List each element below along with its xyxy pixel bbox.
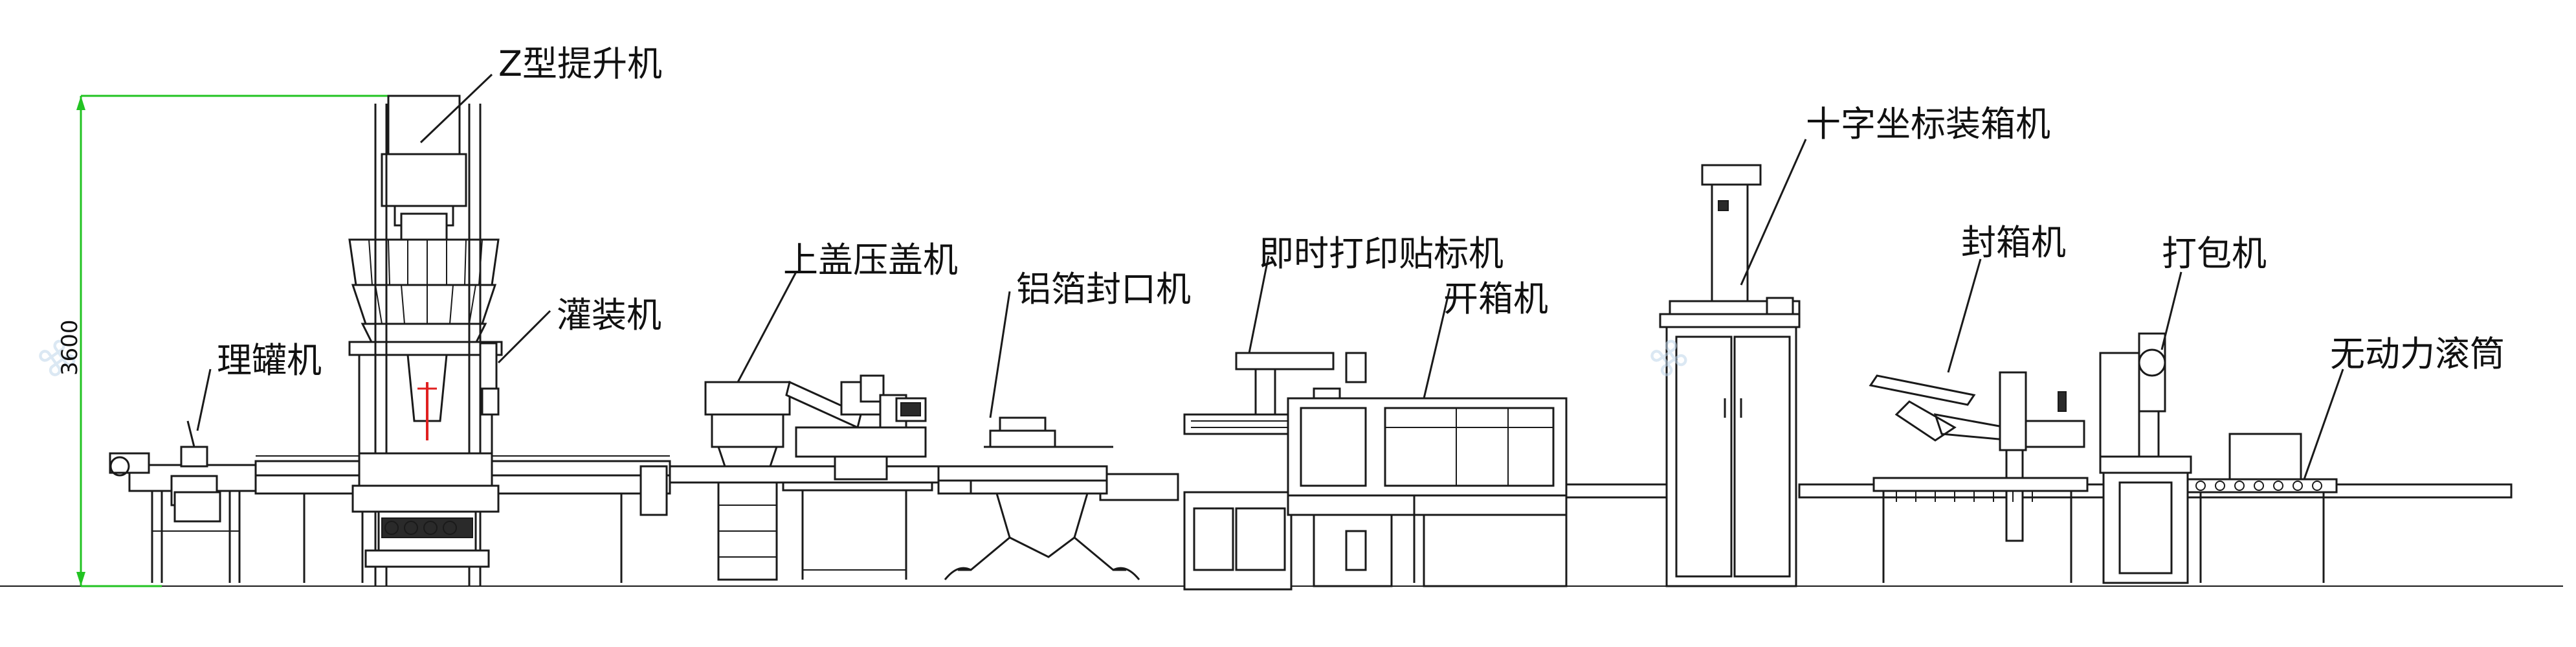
cross-packer-machine (1659, 164, 1801, 587)
can-sorter-machine (109, 420, 260, 583)
label-can-sorter: 理罐机 (217, 340, 322, 381)
carton-erector-machine (1287, 397, 1568, 587)
label-z-elevator: Z型提升机 (498, 43, 662, 84)
capping-machine (704, 374, 933, 581)
label-filling-machine: 灌装机 (557, 295, 661, 335)
label-label-printer: 即时打印贴标机 (1259, 233, 1504, 274)
height-dimension-label: 3600 (57, 319, 83, 376)
label-carton-erector: 开箱机 (1443, 278, 1548, 319)
height-dimension (76, 95, 447, 587)
label-case-sealer: 封箱机 (1961, 222, 2066, 263)
label-strapping-machine: 打包机 (2162, 233, 2267, 274)
roller-conveyor (2186, 433, 2338, 583)
label-roller-conveyor: 无动力滚筒 (2330, 334, 2505, 374)
transfer-belt (669, 465, 1179, 501)
foil-sealer-machine (944, 416, 1140, 580)
label-capping-machine: 上盖压盖机 (783, 240, 958, 280)
label-cross-packer: 十字坐标装箱机 (1806, 104, 2050, 144)
z-elevator-weigher-filler (348, 95, 503, 586)
label-foil-sealer: 铝箔封口机 (1016, 269, 1191, 310)
leader-lines (196, 73, 2344, 480)
case-sealer-machine (1869, 371, 2089, 583)
strapping-machine (2099, 332, 2192, 584)
